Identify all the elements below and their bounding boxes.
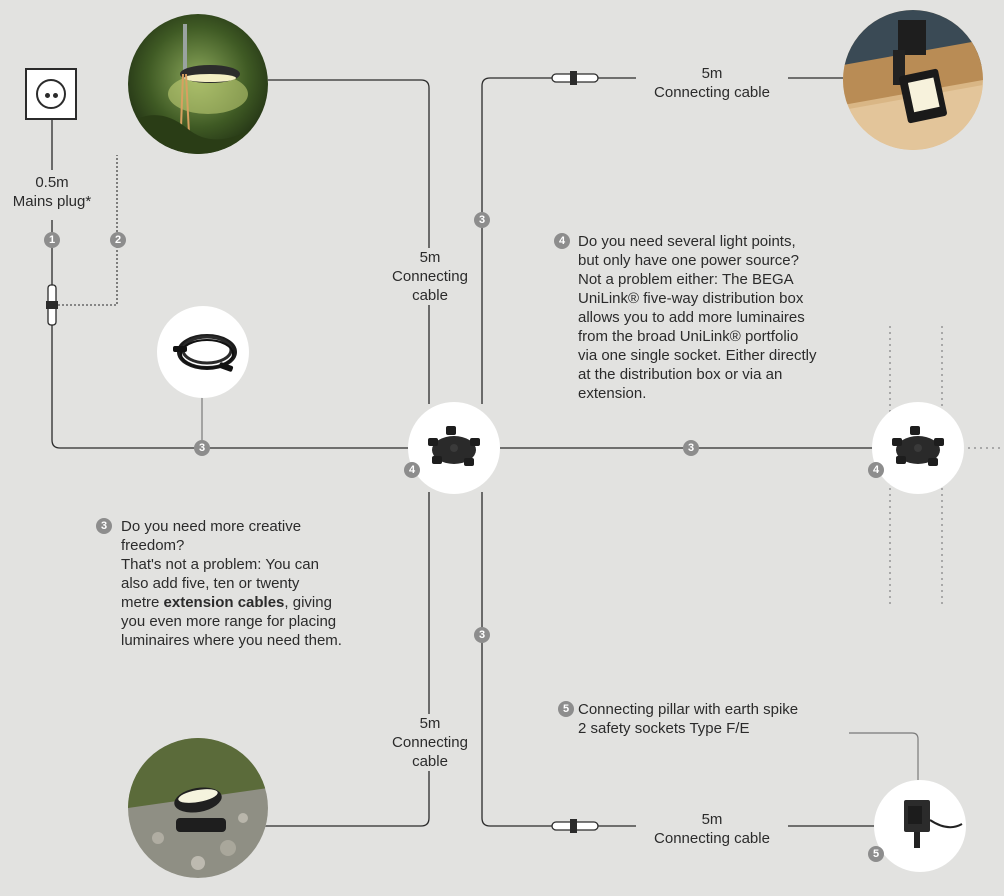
note4-line: Not a problem either: The BEGA — [578, 271, 794, 288]
mains-socket-icon — [25, 68, 77, 120]
connecting-pillar-photo — [874, 780, 966, 872]
note4-line: UniLink® five-way distribution box — [578, 290, 804, 307]
note4-line: at the distribution box or via an — [578, 366, 783, 383]
note4-line: from the broad UniLink® portfolio — [578, 328, 799, 345]
note3-line: freedom? — [121, 537, 185, 554]
mains-label: 0.5m Mains plug* — [2, 173, 102, 211]
bottom-left-cable-length: 5m — [419, 715, 441, 732]
bottom-left-cable-text: Connecting — [392, 734, 468, 751]
note4-line: Do you need several light points, — [578, 233, 796, 250]
note3-bold-text: extension cables — [163, 594, 285, 611]
note5-line: 2 safety sockets Type F/E — [578, 720, 750, 737]
note4-line: extension. — [578, 385, 647, 402]
note3-line: you even more range for placing — [121, 613, 337, 630]
note5-badge: 5 — [558, 701, 574, 717]
badge-3-top: 3 — [474, 212, 490, 228]
left-main-wire — [51, 439, 412, 449]
top-left-cable-text-2: cable — [412, 287, 448, 304]
note3-text: metre — [121, 594, 164, 611]
note-distribution-box: 4 Do you need several light points, but … — [554, 232, 878, 403]
mains-length: 0.5m — [35, 174, 69, 191]
inline-plug-coupler — [46, 301, 58, 309]
top-right-cable-length: 5m — [701, 65, 723, 82]
bottom-left-cable-label: 5m Connecting cable — [380, 714, 480, 771]
top-right-inline-coupler — [570, 71, 577, 85]
badge-3-bottom: 3 — [474, 627, 490, 643]
note4-line: via one single socket. Either directly — [578, 347, 817, 364]
top-right-cable-text: Connecting cable — [654, 84, 770, 101]
bottom-right-inline-coupler — [570, 819, 577, 833]
note-connecting-pillar: 5 Connecting pillar with earth spike 2 s… — [558, 700, 868, 738]
badge-4-box1: 4 — [404, 462, 420, 478]
badge-1: 1 — [44, 232, 60, 248]
bottom-right-cable-length: 5m — [701, 811, 723, 828]
bottom-left-cable-text-2: cable — [412, 753, 448, 770]
top-left-luminaire-wire — [222, 79, 430, 404]
bottom-left-luminaire-wire — [222, 492, 430, 827]
distribution-box-2-photo — [872, 402, 964, 494]
note3-line: That's not a problem: You can — [121, 556, 319, 573]
extension-cable-photo — [157, 306, 249, 398]
ground-spotlight-photo — [128, 738, 268, 878]
top-left-cable-label: 5m Connecting cable — [380, 248, 480, 305]
top-right-cable-label: 5m Connecting cable — [636, 64, 788, 102]
pillar-pointer-line — [849, 732, 919, 780]
note3-line: Do you need more creative — [121, 518, 302, 535]
badge-3-right: 3 — [683, 440, 699, 456]
wall-spotlight-photo — [843, 10, 983, 150]
badge-2: 2 — [110, 232, 126, 248]
note-extension-cables: 3 Do you need more creative freedom? Tha… — [96, 517, 401, 650]
note3-line: luminaires where you need them. — [121, 632, 342, 649]
bottom-right-riser-wire — [481, 492, 555, 827]
note4-line: but only have one power source? — [578, 252, 799, 269]
note4-line: allows you to add more luminaires — [578, 309, 805, 326]
note4-badge: 4 — [554, 233, 570, 249]
note5-line: Connecting pillar with earth spike — [578, 701, 799, 718]
badge-4-box2: 4 — [868, 462, 884, 478]
bottom-right-cable-label: 5m Connecting cable — [636, 810, 788, 848]
badge-3-left: 3 — [194, 440, 210, 456]
top-right-riser-wire — [481, 77, 555, 404]
note3-line-bold-row: metre extension cables, giving — [121, 593, 401, 612]
note3-text: , giving — [284, 594, 332, 611]
note3-badge: 3 — [96, 518, 112, 534]
top-left-cable-length: 5m — [419, 249, 441, 266]
badge-5-pillar: 5 — [868, 846, 884, 862]
distribution-box-photo — [408, 402, 500, 494]
bottom-right-cable-text: Connecting cable — [654, 830, 770, 847]
bollard-luminaire-photo — [128, 14, 268, 154]
note3-line: also add five, ten or twenty — [121, 575, 300, 592]
top-left-cable-text: Connecting — [392, 268, 468, 285]
mains-plug-label: Mains plug* — [12, 193, 92, 210]
